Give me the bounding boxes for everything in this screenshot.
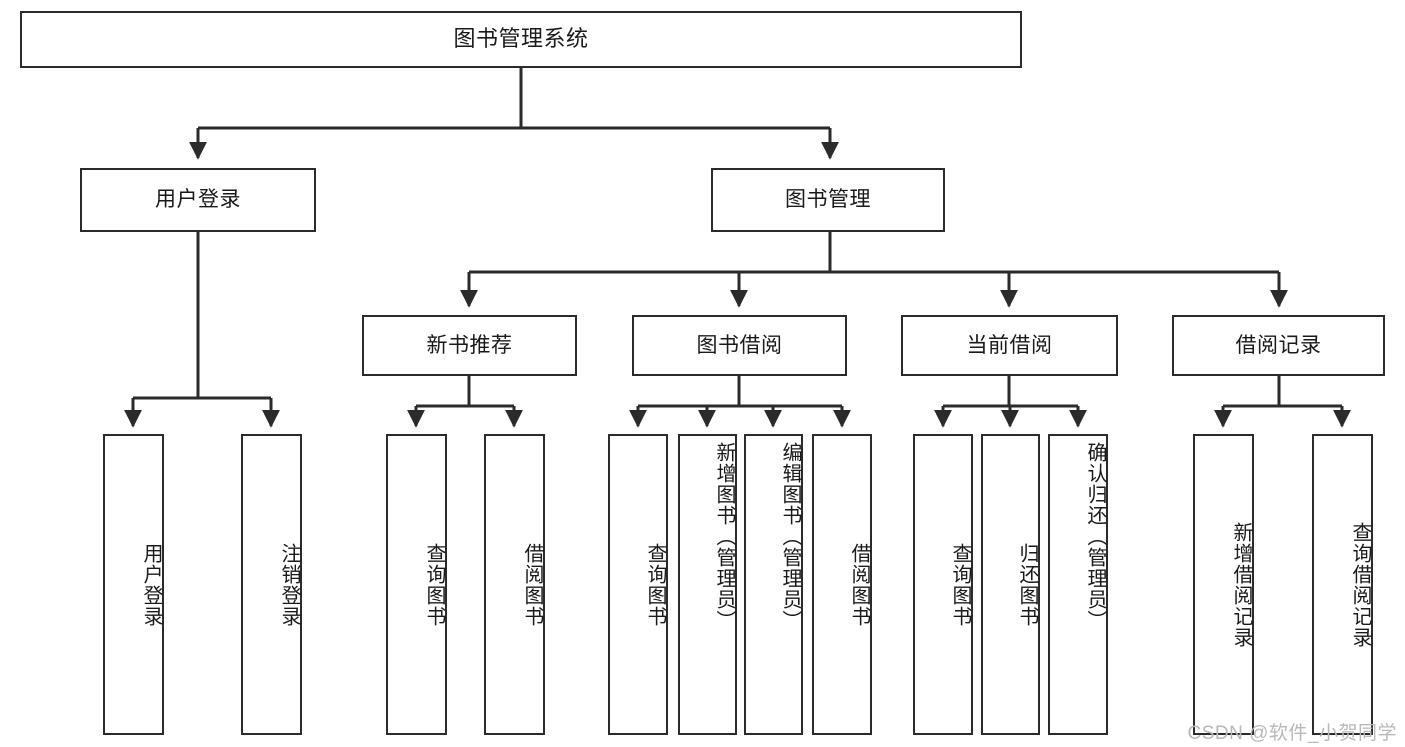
- leaf-borrow-edit-book-admin[interactable]: 编辑图书（管理员）: [744, 434, 803, 735]
- leaf-label: 查询图书: [423, 542, 445, 627]
- leaf-label: 借阅图书: [521, 542, 543, 627]
- node-borrow-record[interactable]: 借阅记录: [1172, 315, 1385, 376]
- leaf-label: 新增图书（管理员）: [713, 442, 735, 631]
- node-current-borrow[interactable]: 当前借阅: [901, 315, 1118, 376]
- leaf-borrow-query-book[interactable]: 查询图书: [608, 434, 668, 735]
- leaf-label: 新增借阅记录: [1230, 521, 1252, 648]
- leaf-recommend-borrow-book[interactable]: 借阅图书: [484, 434, 545, 735]
- csdn-watermark: CSDN @软件_小贺同学: [1187, 723, 1397, 744]
- leaf-label: 编辑图书（管理员）: [779, 442, 801, 631]
- leaf-recommend-query-book[interactable]: 查询图书: [386, 434, 447, 735]
- node-root-system[interactable]: 图书管理系统: [20, 11, 1022, 68]
- node-new-book-recommend[interactable]: 新书推荐: [362, 315, 577, 376]
- leaf-borrow-borrow-book[interactable]: 借阅图书: [812, 434, 872, 735]
- node-book-management[interactable]: 图书管理: [711, 168, 945, 232]
- node-book-borrow[interactable]: 图书借阅: [632, 315, 847, 376]
- leaf-user-login-signout[interactable]: 注销登录: [241, 434, 302, 735]
- leaf-current-query-book[interactable]: 查询图书: [913, 434, 973, 735]
- leaf-label: 查询图书: [949, 542, 971, 627]
- leaf-label: 注销登录: [278, 542, 300, 627]
- leaf-record-query-record[interactable]: 查询借阅记录: [1312, 434, 1373, 735]
- leaf-user-login-signin[interactable]: 用户登录: [103, 434, 164, 735]
- node-user-login[interactable]: 用户登录: [80, 168, 316, 232]
- leaf-label: 用户登录: [140, 542, 162, 627]
- leaf-label: 查询借阅记录: [1349, 521, 1371, 648]
- leaf-label: 查询图书: [644, 542, 666, 627]
- leaf-current-confirm-return-admin[interactable]: 确认归还（管理员）: [1048, 434, 1108, 735]
- leaf-record-add-record[interactable]: 新增借阅记录: [1193, 434, 1254, 735]
- leaf-label: 归还图书: [1016, 542, 1038, 627]
- leaf-borrow-add-book-admin[interactable]: 新增图书（管理员）: [678, 434, 737, 735]
- leaf-label: 借阅图书: [848, 542, 870, 627]
- leaf-label: 确认归还（管理员）: [1084, 442, 1106, 631]
- leaf-current-return-book[interactable]: 归还图书: [981, 434, 1040, 735]
